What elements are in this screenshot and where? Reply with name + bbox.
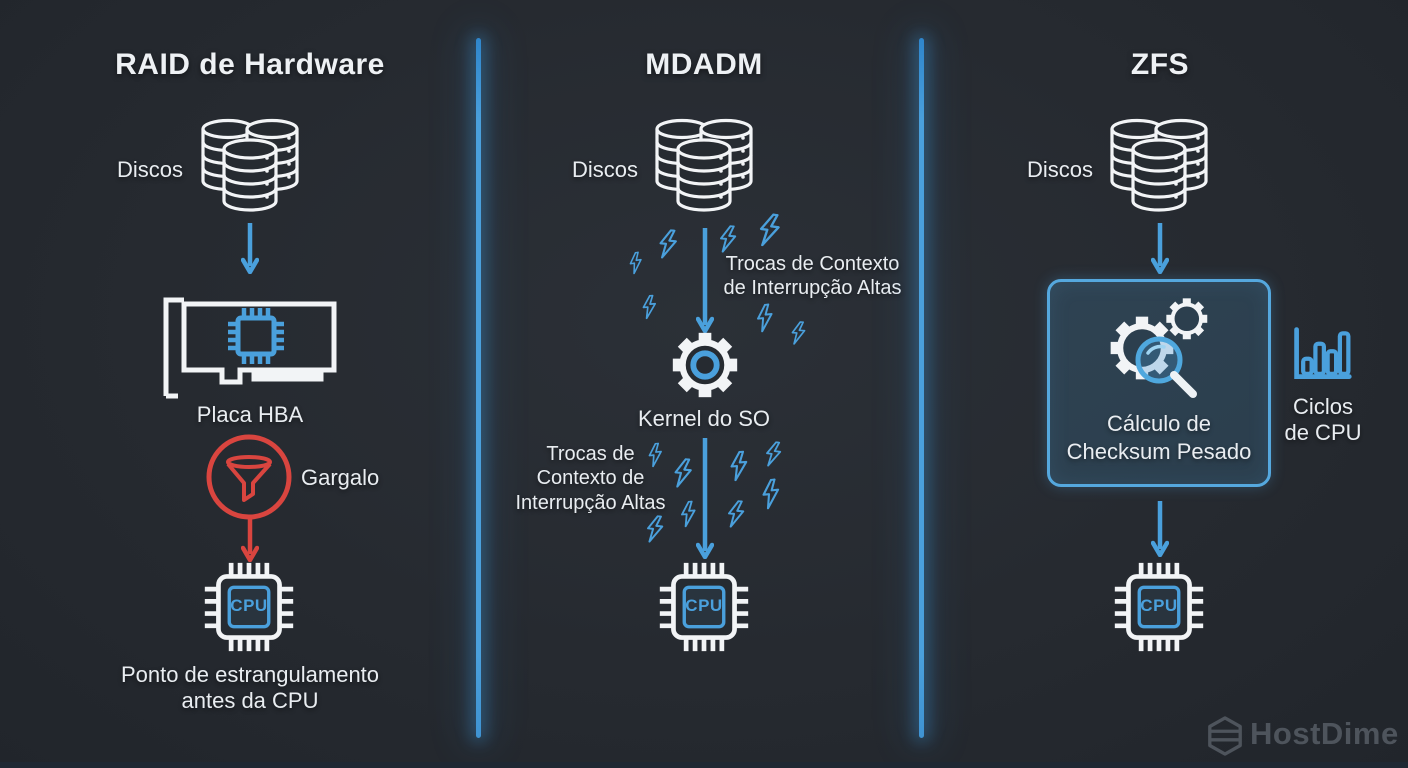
kernel-gear-icon [666,326,744,404]
lightning-icon [761,478,781,510]
raid-caption-line1: Ponto de estrangulamento [120,662,380,687]
checksum-line1: Cálculo de [1107,411,1211,436]
lightning-icon [641,294,658,320]
column-divider-right [919,38,924,738]
arrow-down-red-icon [241,517,259,562]
lightning-icon [790,320,807,346]
kernel-label: Kernel do SO [637,406,771,431]
lightning-icon [764,440,783,468]
zfs-title: ZFS [1130,48,1190,81]
hba-card-icon [163,297,337,399]
arrow-down-icon [696,438,714,559]
interrupts-bottom-line1: Trocas de [546,443,635,465]
hostdime-logo-text: HostDime [1250,716,1399,751]
checksum-line2: Checksum Pesado [1066,438,1252,464]
lightning-icon [658,228,678,260]
checksum-gears-magnifier-icon [1110,298,1208,398]
lightning-icon [755,303,775,333]
hba-label: Placa HBA [196,402,304,427]
mdadm-interrupts-bottom-caption: Trocas de Contexto de Interrupção Altas [488,442,693,515]
bottleneck-funnel-icon [206,434,292,520]
cpu-label: CPU [685,596,723,615]
lightning-icon [729,450,749,482]
cpu-cycles-caption: Ciclos de CPU [1268,394,1378,447]
bottleneck-label: Gargalo [301,465,380,490]
disk-stack-icon [1110,118,1208,212]
interrupts-top-line2: de Interrupção Altas [723,277,902,300]
lightning-icon [628,251,644,275]
raid-disks-label: Discos [116,157,183,182]
lightning-icon [718,224,738,254]
mdadm-interrupts-top-caption: Trocas de Contexto de Interrupção Altas [710,252,915,301]
bottom-edge-strip [0,762,1408,768]
interrupts-bottom-line3: Interrupção Altas [515,491,666,514]
zfs-disks-label: Discos [1026,157,1093,182]
lightning-icon [673,457,693,489]
interrupts-top-line1: Trocas de Contexto [725,253,900,275]
cpu-label: CPU [230,596,268,615]
raid-caption: Ponto de estrangulamento antes da CPU [40,662,460,715]
raid-caption-line2: antes da CPU [181,688,319,714]
lightning-icon [645,514,665,544]
lightning-icon [647,442,664,468]
hostdime-logo-icon [1208,716,1242,756]
cpu-label: CPU [1140,596,1178,615]
raid-title: RAID de Hardware [115,48,385,81]
arrow-down-icon [1151,223,1169,274]
lightning-icon [726,499,746,529]
mdadm-title: MDADM [645,48,763,81]
arrow-down-icon [1151,501,1169,557]
checksum-caption: Cálculo de Checksum Pesado [1047,410,1271,465]
column-divider-left [476,38,481,738]
cpu-cycles-chart-icon [1294,327,1352,379]
arrow-down-icon [241,223,259,274]
lightning-icon [757,211,782,249]
arrow-down-icon [696,228,714,333]
mdadm-disks-label: Discos [571,157,638,182]
cpu-cycles-line1: Ciclos [1293,394,1353,419]
interrupts-bottom-line2: Contexto de [536,467,645,490]
cpu-cycles-line2: de CPU [1284,420,1362,446]
disk-stack-icon [655,118,753,212]
disk-stack-icon [201,118,299,212]
